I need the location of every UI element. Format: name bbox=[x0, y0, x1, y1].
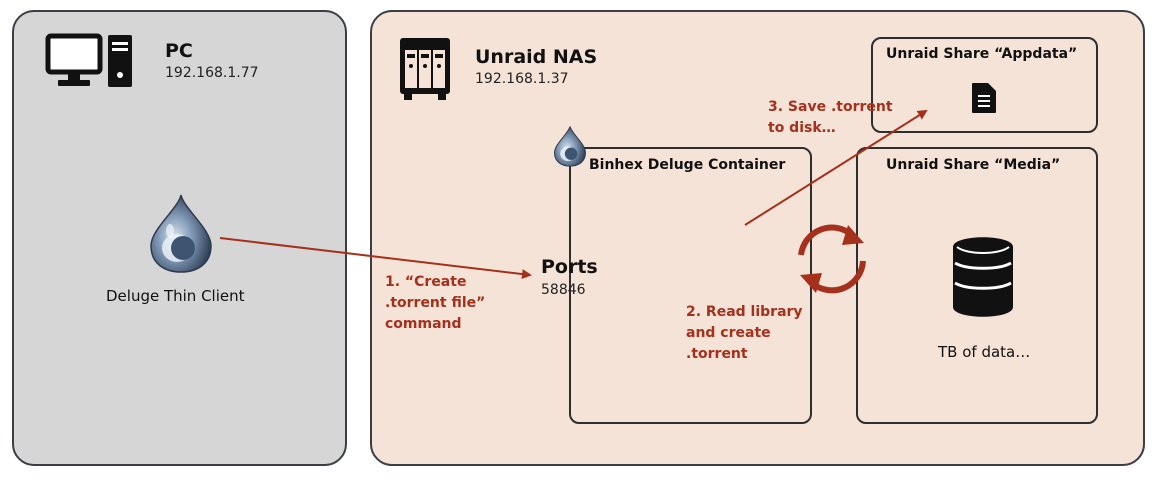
appdata-share-box bbox=[871, 37, 1098, 133]
step3-label: 3. Save .torrent to disk… bbox=[768, 99, 893, 136]
arrow-client-to-ports bbox=[219, 237, 532, 280]
nas-ip: 192.168.1.37 bbox=[475, 71, 569, 87]
media-data-label: TB of data… bbox=[938, 343, 1031, 361]
server-icon bbox=[400, 38, 450, 100]
appdata-share-title: Unraid Share “Appdata” bbox=[886, 46, 1078, 62]
computer-icon bbox=[45, 33, 132, 87]
media-share-title: Unraid Share “Media” bbox=[886, 157, 1061, 173]
pc-ip: 192.168.1.77 bbox=[165, 65, 259, 81]
nas-panel bbox=[370, 10, 1145, 466]
pc-title: PC bbox=[165, 40, 193, 62]
step1-label: 1. “Create .torrent file” command bbox=[385, 274, 486, 332]
media-share-box bbox=[856, 147, 1098, 424]
database-icon bbox=[953, 237, 1013, 317]
ports-label: Ports bbox=[541, 256, 598, 278]
container-title: Binhex Deluge Container bbox=[589, 157, 786, 173]
file-icon bbox=[972, 83, 996, 113]
port-number: 58846 bbox=[541, 282, 586, 298]
arrow-save-to-appdata bbox=[744, 109, 928, 226]
deluge-client-label: Deluge Thin Client bbox=[106, 287, 245, 305]
step2-label: 2. Read library and create .torrent bbox=[686, 304, 803, 362]
deluge-icon bbox=[150, 194, 212, 273]
deluge-icon bbox=[554, 126, 586, 167]
nas-title: Unraid NAS bbox=[475, 46, 598, 68]
sync-icon bbox=[798, 224, 866, 294]
